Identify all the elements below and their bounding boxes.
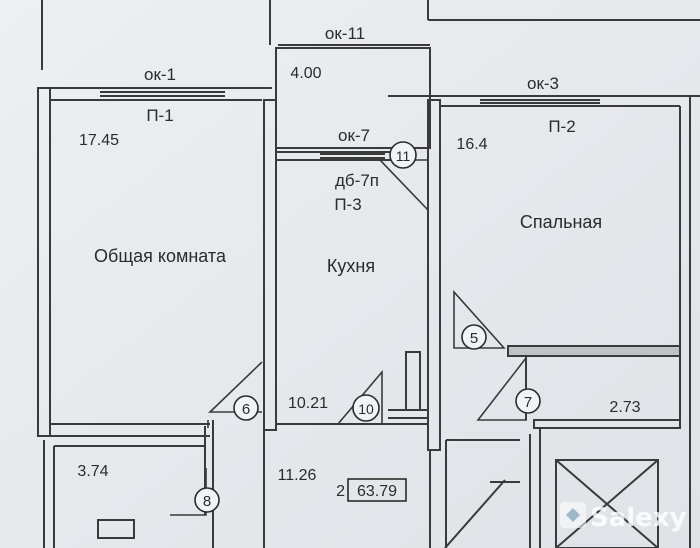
window-label-ok11: ок-11	[325, 24, 365, 43]
balcony-door-label: дб-7п	[335, 171, 379, 190]
svg-text:6: 6	[242, 401, 250, 418]
area-living: 17.45	[79, 132, 119, 149]
marker-6: 6	[233, 395, 259, 421]
room-name-kitchen: Кухня	[327, 256, 375, 276]
room-name-bedroom: Спальная	[520, 212, 602, 232]
marker-11: 11	[389, 141, 417, 169]
apartment-total-area: 63.79	[357, 483, 397, 500]
beam-label-p2: П-2	[548, 117, 575, 136]
marker-5: 5	[461, 324, 487, 350]
area-hall: 11.26	[278, 467, 317, 484]
beam-label-p3: П-3	[334, 195, 361, 214]
svg-text:11: 11	[396, 148, 411, 164]
salexy-watermark: Salexy	[560, 502, 687, 533]
total-area-box	[347, 478, 407, 502]
svg-text:5: 5	[470, 330, 478, 347]
room-name-living: Общая комната	[94, 246, 227, 266]
window-label-ok3: ок-3	[527, 74, 559, 93]
area-storage: 3.74	[77, 463, 108, 480]
marker-10: 10	[352, 394, 380, 422]
area-bedroom: 16.4	[456, 136, 487, 153]
svg-text:8: 8	[203, 493, 211, 510]
beam-label-p1: П-1	[146, 106, 173, 125]
svg-text:7: 7	[524, 394, 532, 411]
area-loggia: 4.00	[290, 65, 321, 82]
window-label-ok7: ок-7	[338, 126, 370, 145]
marker-8: 8	[194, 487, 220, 513]
window-label-ok1: ок-1	[144, 65, 176, 84]
svg-text:10: 10	[358, 401, 374, 417]
area-kitchen: 10.21	[288, 395, 328, 412]
area-bathroom: 2.73	[609, 399, 640, 416]
outer-walls	[37, 0, 700, 548]
marker-7: 7	[515, 388, 541, 414]
apartment-room-count: 2	[336, 483, 345, 500]
svg-text:Salexy: Salexy	[590, 503, 687, 533]
